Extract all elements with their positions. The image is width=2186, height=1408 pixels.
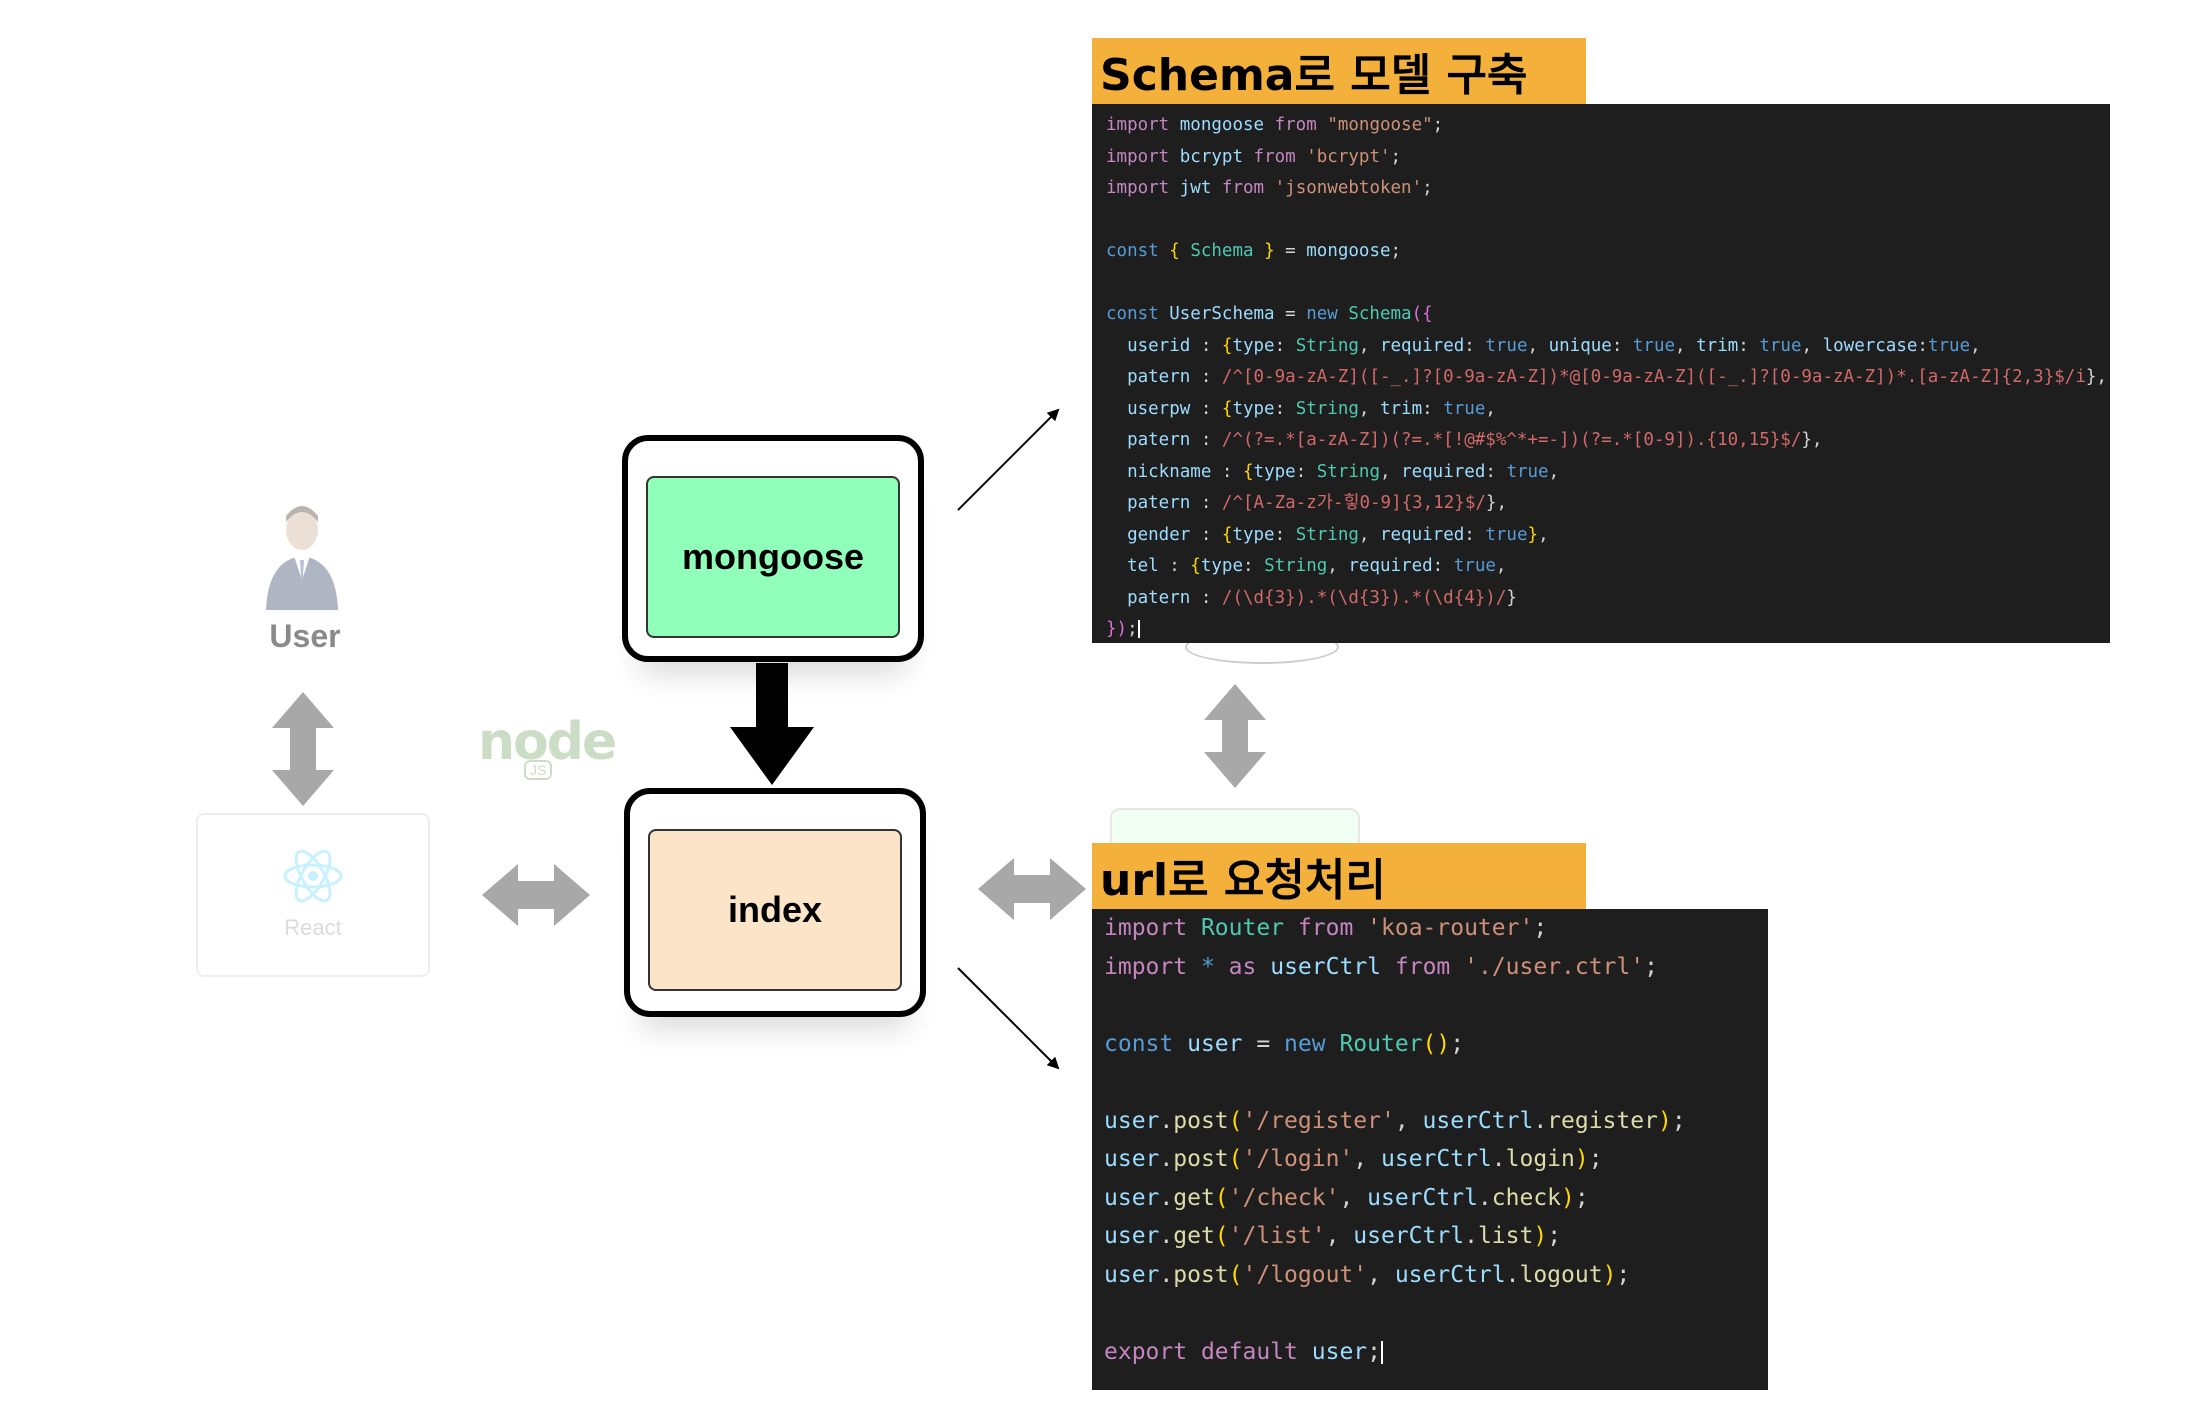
- mongoose-index-arrow: [730, 663, 814, 785]
- code-line: import mongoose from "mongoose";: [1106, 115, 1444, 135]
- code-line: import jwt from 'jsonwebtoken';: [1106, 178, 1433, 198]
- code-line: user.post('/logout', userCtrl.logout);: [1104, 1261, 1631, 1288]
- code-line: patern : /^(?=.*[a-zA-Z])(?=.*[!@#$%^*+=…: [1127, 430, 1823, 450]
- index-block: index: [624, 788, 926, 1017]
- code-line: import * as userCtrl from './user.ctrl';: [1104, 953, 1658, 980]
- code-line: const UserSchema = new Schema({: [1106, 304, 1433, 324]
- code-line: user.post('/login', userCtrl.login);: [1104, 1146, 1603, 1172]
- code-line: user.post('/register', userCtrl.register…: [1104, 1107, 1686, 1134]
- code-line: export default user;: [1104, 1338, 1383, 1365]
- code-line: import Router from 'koa-router';: [1104, 915, 1548, 941]
- code-line: patern : /^[A-Za-z가-힣0-9]{3,12}$/},: [1127, 493, 1507, 513]
- code-line: import bcrypt from 'bcrypt';: [1106, 146, 1402, 167]
- code-line: const user = new Router();: [1104, 1030, 1465, 1057]
- code-line: [1104, 1063, 1768, 1102]
- code-line: [1106, 268, 2110, 300]
- nodejs-sub-label: JS: [524, 760, 553, 780]
- code-line: });: [1106, 619, 1140, 639]
- code-line: patern : /(\d{3}).*(\d{3}).*(\d{4})/}: [1127, 587, 1517, 608]
- code-line: [1104, 1294, 1768, 1333]
- code-line: gender : {type: String, required: true},: [1127, 524, 1549, 545]
- mongoose-label: mongoose: [646, 476, 900, 638]
- index-router-pointer: [957, 967, 1060, 1070]
- router-code-block: import Router from 'koa-router'; import *…: [1092, 909, 1768, 1390]
- code-line: patern : /^[0-9a-zA-Z]([-_.]?[0-9a-zA-Z]…: [1127, 367, 2107, 387]
- code-line: nickname : {type: String, required: true…: [1127, 461, 1560, 482]
- schema-panel-title: Schema로 모델 구축: [1092, 38, 1586, 104]
- react-logo-icon: [282, 845, 344, 907]
- code-line: user.get('/check', userCtrl.check);: [1104, 1184, 1589, 1211]
- react-label: React: [284, 915, 342, 940]
- code-line: userpw : {type: String, trim: true,: [1127, 398, 1496, 419]
- index-router-arrow: [978, 858, 1086, 920]
- code-line: const { Schema } = mongoose;: [1106, 241, 1402, 261]
- react-index-arrow: [482, 864, 590, 926]
- code-line: [1106, 205, 2110, 237]
- mongoose-block: mongoose: [622, 435, 924, 662]
- code-line: tel : {type: String, required: true,: [1127, 556, 1507, 576]
- schema-code-block: import mongoose from "mongoose"; import b…: [1092, 104, 2110, 643]
- router-panel-title: url로 요청처리: [1092, 843, 1586, 909]
- user-avatar-icon: [262, 500, 342, 610]
- index-label: index: [648, 829, 902, 991]
- schema-db-arrow: [1204, 684, 1266, 788]
- user-label: User: [269, 618, 341, 654]
- mongoose-schema-pointer: [957, 408, 1060, 511]
- react-box: React: [196, 813, 430, 977]
- code-line: user.get('/list', userCtrl.list);: [1104, 1223, 1562, 1249]
- code-line: [1104, 986, 1768, 1025]
- user-react-arrow: [272, 692, 334, 806]
- code-line: userid : {type: String, required: true, …: [1127, 335, 1981, 356]
